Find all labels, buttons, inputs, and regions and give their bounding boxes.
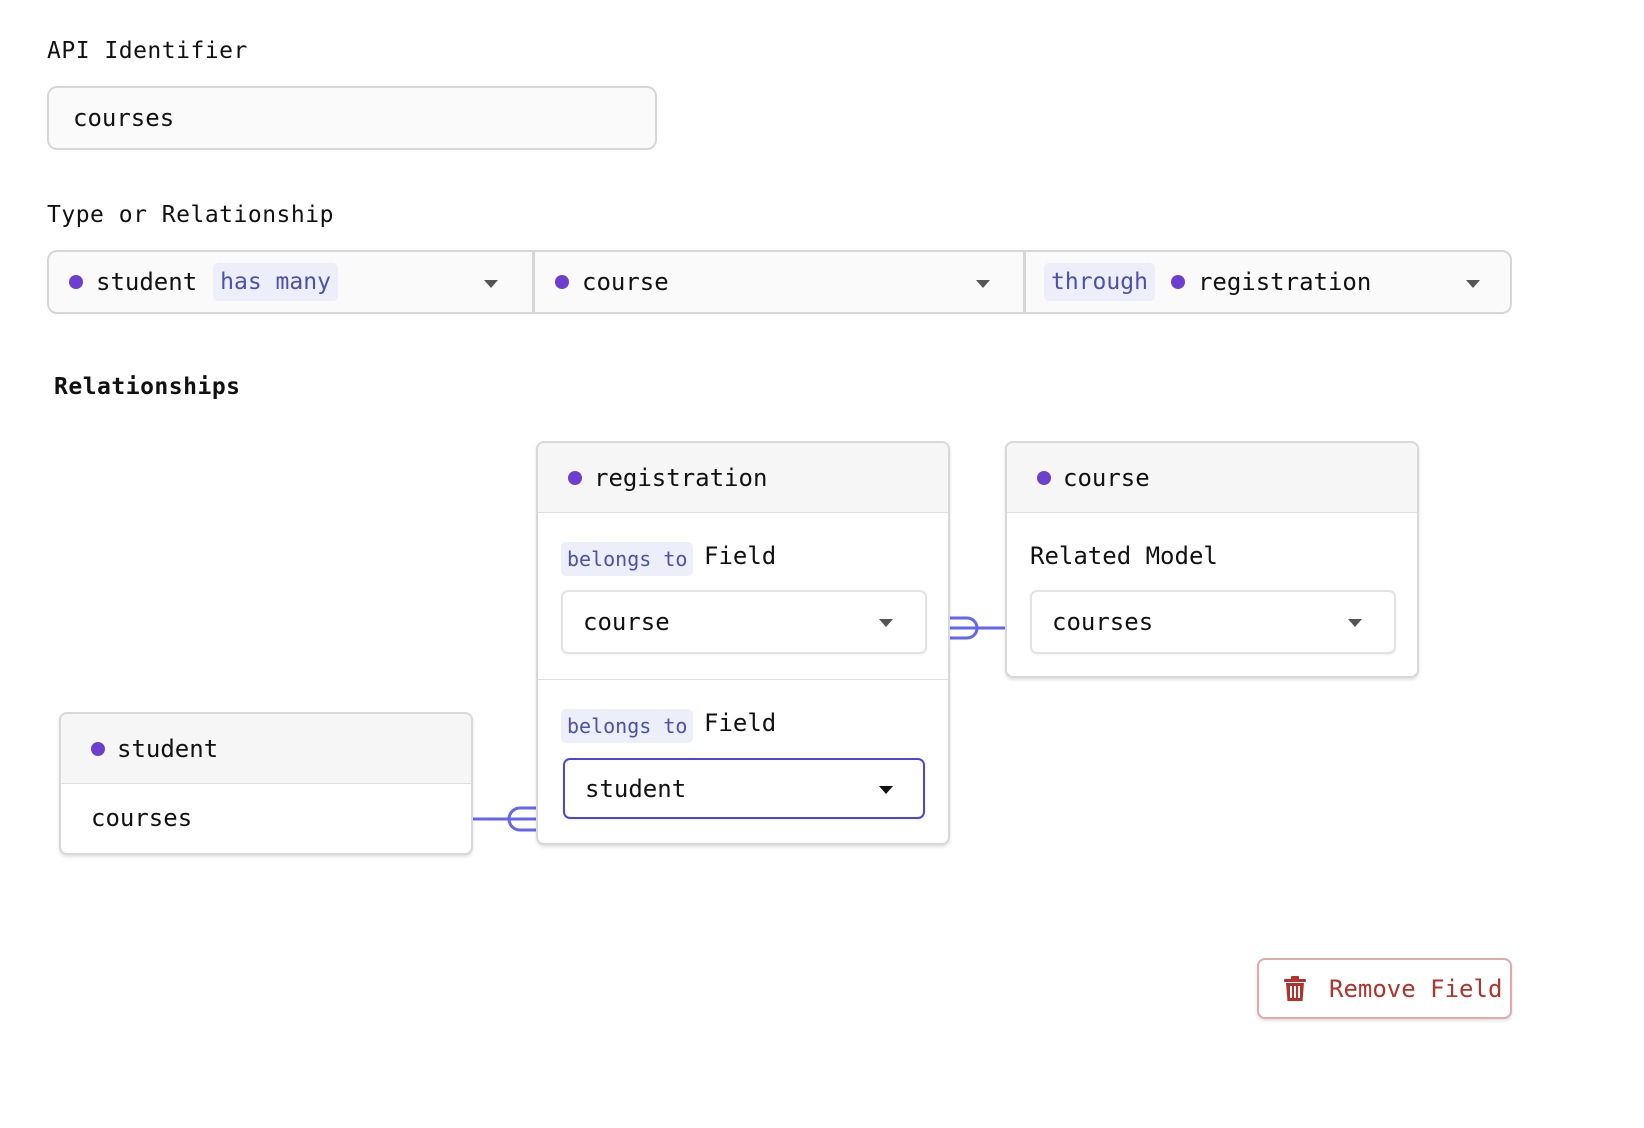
chevron-down-icon [484,280,498,288]
model-dot-icon [69,275,83,289]
target-model-select[interactable]: course [532,252,1023,312]
field-label: Field [704,542,777,570]
course-field-select[interactable]: course [561,590,927,654]
student-field-row: courses [61,784,471,853]
field-label: Field [704,709,777,737]
registration-card-header: registration [538,443,948,513]
through-model-name: registration [1197,268,1372,296]
relationships-heading: Relationships [54,374,241,400]
chevron-down-icon [1348,619,1362,627]
course-card: course Related Model courses [1005,441,1419,678]
model-dot-icon [568,470,582,485]
relationship-selector: student has many course through registra… [47,250,1512,314]
student-card-title: student [117,734,219,763]
student-field-name: courses [91,804,193,832]
student-card: student courses [59,712,473,855]
connector-student-registration [473,806,537,832]
belongs-to-tag: belongs to [561,709,694,743]
api-identifier-value: courses [73,104,175,132]
chevron-down-icon [1466,280,1480,288]
related-model-label: Related Model [1030,542,1218,570]
chevron-down-icon [976,280,990,288]
student-field-value: student [585,774,687,803]
registration-card: registration belongs to Field course bel… [536,441,950,845]
type-relationship-label: Type or Relationship [47,202,334,228]
chevron-down-icon [879,786,893,794]
chevron-down-icon [879,619,893,627]
belongs-to-tag: belongs to [561,542,694,576]
course-field-section: belongs to Field course [538,513,948,679]
related-model-select[interactable]: courses [1030,590,1396,654]
model-dot-icon [91,741,105,756]
model-dot-icon [555,275,569,289]
connector-registration-course [950,616,1005,640]
api-identifier-input[interactable]: courses [47,86,657,150]
related-model-value: courses [1052,608,1154,636]
target-model-name: course [582,268,669,296]
course-card-header: course [1007,443,1417,513]
student-field-section: belongs to Field student [538,679,948,843]
source-model-select[interactable]: student has many [49,252,532,312]
trash-icon [1284,975,1306,1001]
course-field-value: course [583,608,670,636]
model-dot-icon [1170,275,1185,289]
remove-field-button[interactable]: Remove Field [1257,958,1512,1019]
remove-field-label: Remove Field [1329,974,1503,1003]
through-tag: through [1044,263,1155,301]
source-model-name: student [96,268,198,296]
registration-card-title: registration [594,463,768,492]
api-identifier-label: API Identifier [47,38,248,64]
course-card-title: course [1063,463,1150,492]
student-field-select[interactable]: student [563,758,925,819]
student-card-header: student [61,714,471,784]
through-model-select[interactable]: through registration [1023,252,1510,312]
relation-type-tag: has many [213,263,338,301]
model-dot-icon [1037,470,1051,485]
related-model-section: Related Model courses [1007,513,1417,676]
